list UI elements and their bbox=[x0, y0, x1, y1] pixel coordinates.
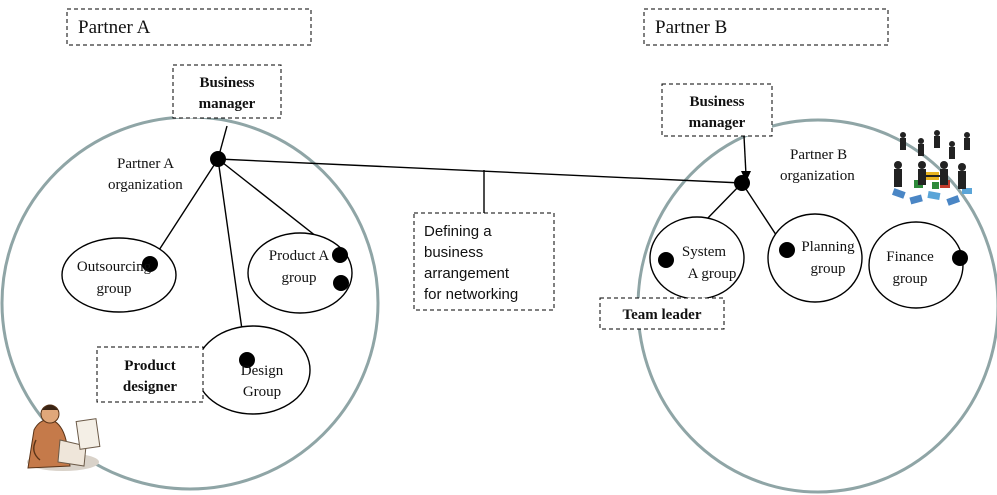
arrangement-note-box: Defining a business arrangement for netw… bbox=[413, 212, 555, 311]
svg-text:group: group bbox=[282, 270, 317, 286]
svg-text:organization: organization bbox=[780, 168, 855, 184]
svg-text:Product: Product bbox=[124, 358, 175, 374]
svg-text:arrangement: arrangement bbox=[424, 265, 510, 282]
partner-b-org-label: Partner B organization bbox=[780, 147, 855, 184]
business-manager-b-node bbox=[734, 175, 750, 191]
partner-b-header: Partner B bbox=[643, 8, 889, 46]
finance-group-label: Finance group bbox=[886, 249, 934, 287]
partner-a-header: Partner A bbox=[66, 8, 312, 46]
product-designer-box: Product designer bbox=[96, 346, 204, 403]
finance-node bbox=[952, 250, 968, 266]
team-leader-box: Team leader bbox=[599, 297, 725, 330]
svg-text:Partner B: Partner B bbox=[790, 147, 847, 163]
svg-text:Business: Business bbox=[199, 75, 254, 91]
svg-text:designer: designer bbox=[123, 379, 178, 395]
partner-a-org-label: Partner A organization bbox=[108, 156, 183, 193]
system-a-node bbox=[658, 252, 674, 268]
product-a-group-label: Product A group bbox=[269, 248, 330, 286]
outsourcing-node bbox=[142, 256, 158, 272]
svg-text:business: business bbox=[424, 244, 483, 261]
outsourcing-group-label: Outsourcing group bbox=[77, 259, 152, 297]
partner-a-header-text: Partner A bbox=[78, 17, 151, 38]
svg-text:Design: Design bbox=[241, 363, 284, 379]
product-a-group-ellipse bbox=[247, 232, 353, 314]
svg-text:for networking: for networking bbox=[424, 286, 518, 303]
svg-text:manager: manager bbox=[199, 96, 256, 112]
svg-text:manager: manager bbox=[689, 115, 746, 131]
business-manager-a-node bbox=[210, 151, 226, 167]
design-group-label: Design Group bbox=[241, 363, 284, 400]
system-a-group-label: System A group bbox=[682, 244, 736, 282]
svg-text:A group: A group bbox=[688, 266, 737, 282]
svg-text:Outsourcing: Outsourcing bbox=[77, 259, 152, 275]
svg-text:Business: Business bbox=[689, 94, 744, 110]
person-at-desk-icon bbox=[27, 404, 101, 471]
svg-text:Planning: Planning bbox=[801, 239, 855, 255]
connector-lines bbox=[149, 125, 787, 359]
svg-text:Team leader: Team leader bbox=[622, 307, 701, 323]
svg-text:Defining a: Defining a bbox=[424, 223, 492, 240]
svg-text:group: group bbox=[811, 261, 846, 277]
svg-text:Finance: Finance bbox=[886, 249, 934, 265]
people-network-icon bbox=[891, 130, 972, 206]
finance-group-ellipse bbox=[868, 221, 964, 309]
planning-group-label: Planning group bbox=[801, 239, 855, 277]
business-manager-b-box: Business manager bbox=[661, 83, 773, 137]
svg-text:Partner A: Partner A bbox=[117, 156, 174, 172]
design-node bbox=[239, 352, 255, 368]
planning-group-ellipse bbox=[767, 213, 863, 303]
product-a-node-2 bbox=[333, 275, 349, 291]
svg-text:organization: organization bbox=[108, 177, 183, 193]
svg-text:System: System bbox=[682, 244, 727, 260]
nodes bbox=[142, 151, 968, 368]
svg-text:Group: Group bbox=[243, 384, 281, 400]
planning-node bbox=[779, 242, 795, 258]
outsourcing-group-ellipse bbox=[61, 237, 177, 313]
svg-text:group: group bbox=[97, 281, 132, 297]
product-a-node-1 bbox=[332, 247, 348, 263]
partner-b-header-text: Partner B bbox=[655, 17, 727, 38]
svg-text:group: group bbox=[893, 271, 928, 287]
business-manager-a-box: Business manager bbox=[172, 64, 282, 119]
svg-text:Product A: Product A bbox=[269, 248, 330, 264]
